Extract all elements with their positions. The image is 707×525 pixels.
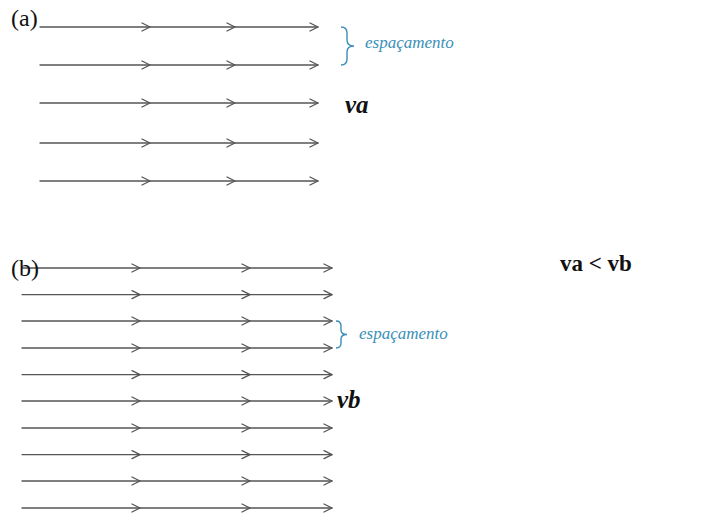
panel-letter: (a): [11, 5, 38, 31]
spacing-label: espaçamento: [365, 34, 454, 53]
velocity-label: va: [345, 91, 369, 119]
panel-letter: (b): [11, 255, 39, 281]
tube-opening: [604, 253, 668, 520]
tube-body: [13, 4, 648, 209]
brace: [341, 27, 354, 65]
tube-opening: [584, 4, 648, 209]
streamline: [22, 264, 332, 512]
comparison-label: va < vb: [560, 251, 632, 276]
flow-tube: (a) espaçamento va: [8, 3, 648, 209]
velocity-label: vb: [337, 386, 361, 414]
flow-tube: (b) espaçamento vb: [8, 252, 668, 520]
streamline: [40, 23, 318, 185]
spacing-label: espaçamento: [359, 325, 448, 344]
brace: [336, 321, 347, 348]
tube-outline: [8, 3, 650, 211]
tube-body: [13, 253, 668, 520]
